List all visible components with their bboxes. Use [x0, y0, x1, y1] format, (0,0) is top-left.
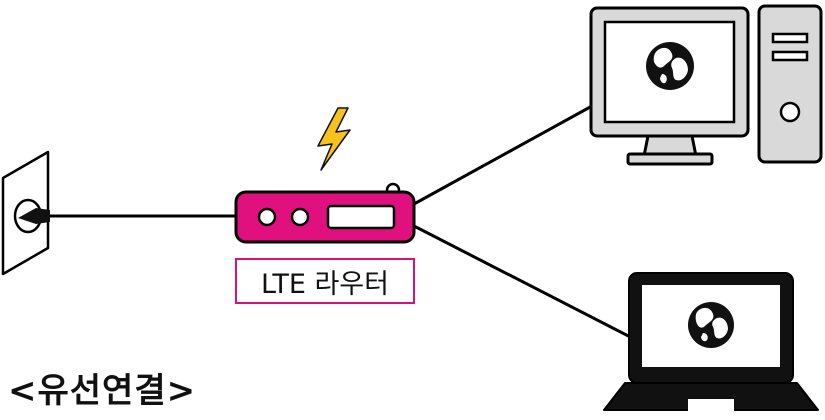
pc-tower-icon [757, 4, 823, 164]
router-label: LTE 라우터 [235, 258, 415, 304]
router-icon [234, 182, 416, 244]
plug-icon [18, 208, 50, 224]
globe-icon [688, 302, 734, 348]
lightning-icon [317, 107, 351, 171]
desktop-monitor-icon [589, 6, 750, 166]
diagram-caption: <유선연결> [8, 371, 197, 411]
router-label-text: LTE 라우터 [261, 268, 389, 300]
wall-outlet-icon [1, 150, 50, 276]
cable-router-laptop [413, 224, 641, 344]
globe-icon [646, 42, 694, 90]
cable-router-desktop [413, 104, 593, 206]
